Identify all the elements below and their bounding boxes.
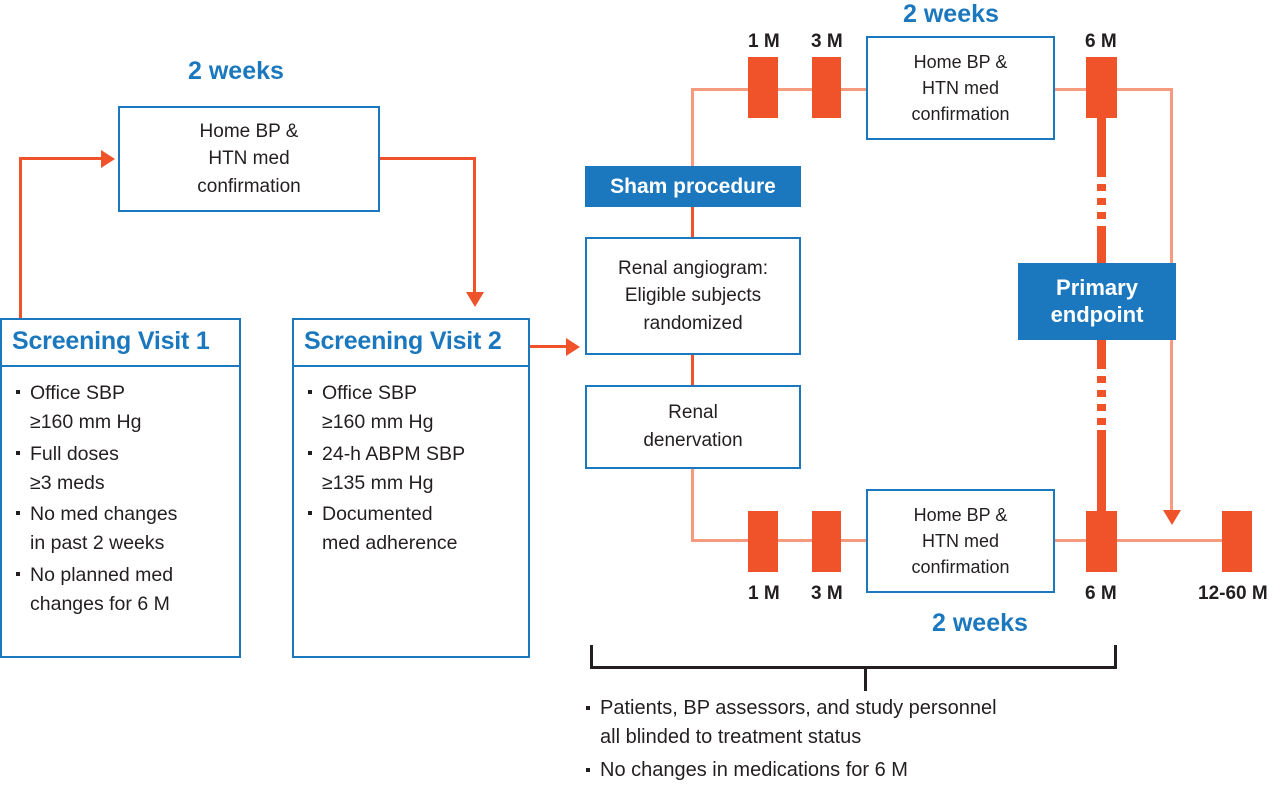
connector-sv2-to-angiogram: [530, 345, 570, 348]
primary-endpoint-line-2: endpoint: [1050, 301, 1144, 327]
top-marker-6m: [1086, 57, 1117, 118]
endpoint-spine-top: [1097, 112, 1106, 170]
connector-bottom-arm-entry: [691, 539, 753, 542]
run-in-line-3: confirmation: [197, 175, 301, 197]
list-item: Full doses ≥3 meds: [14, 440, 229, 498]
denervation-line-2: denervation: [643, 430, 743, 451]
top-arm-confirmation-box: Home BP & HTN med confirmation: [866, 36, 1055, 140]
bottom-confirm-line-3: confirmation: [911, 557, 1010, 578]
sham-procedure-banner: Sham procedure: [585, 166, 801, 207]
connector-sham-up: [691, 88, 694, 168]
screening-visit-2-header: Screening Visit 2: [294, 320, 528, 367]
top-marker-1m: [748, 57, 778, 118]
top-confirm-line-2: HTN med: [921, 77, 999, 98]
angiogram-line-1: Renal angiogram:: [618, 257, 768, 279]
arrowhead-into-long-term-followup: [1163, 510, 1181, 525]
list-item: Office SBP ≥160 mm Hg: [306, 379, 518, 437]
endpoint-spine-below-label: [1097, 340, 1106, 362]
top-marker-label-6m: 6 M: [1085, 31, 1117, 52]
connector-runin-down: [473, 157, 476, 295]
sham-procedure-label: Sham procedure: [610, 174, 776, 198]
list-item: 24-h ABPM SBP ≥135 mm Hg: [306, 440, 518, 498]
primary-endpoint-line-1: Primary: [1056, 275, 1138, 301]
endpoint-spine-dash-upper: [1097, 170, 1106, 230]
primary-endpoint-badge: Primary endpoint: [1018, 263, 1176, 340]
bottom-marker-label-3m: 3 M: [811, 583, 843, 604]
bottom-marker-6m: [1086, 511, 1117, 572]
list-item: Office SBP ≥160 mm Hg: [14, 379, 229, 437]
bottom-marker-label-6m: 6 M: [1085, 583, 1117, 604]
footer-notes: Patients, BP assessors, and study person…: [584, 694, 1204, 785]
connector-6m-top-right: [1117, 88, 1173, 91]
list-item: No changes in medications for 6 M: [584, 756, 1204, 785]
screening-visit-2-card: Screening Visit 2 Office SBP ≥160 mm Hg …: [292, 318, 530, 658]
denervation-line-1: Renal: [668, 402, 718, 424]
endpoint-spine-dash-lower: [1097, 362, 1106, 430]
screening-visit-1-card: Screening Visit 1 Office SBP ≥160 mm Hg …: [0, 318, 241, 658]
bottom-arm-confirmation-box: Home BP & HTN med confirmation: [866, 489, 1055, 593]
bottom-marker-label-12-60m: 12-60 M: [1198, 583, 1268, 604]
connector-sham-to-angiogram: [691, 207, 694, 239]
arrowhead-into-sv2: [466, 292, 484, 307]
list-item: Documented med adherence: [306, 500, 518, 558]
caption-2-weeks-top: 2 weeks: [903, 0, 999, 28]
bottom-marker-3m: [812, 511, 841, 572]
screening-visit-1-header: Screening Visit 1: [2, 320, 239, 367]
angiogram-line-3: randomized: [643, 312, 743, 334]
connector-denervation-down: [691, 468, 694, 541]
bottom-confirm-line-1: Home BP &: [913, 504, 1008, 525]
endpoint-spine-bottom: [1097, 430, 1106, 514]
connector-runin-right: [380, 157, 476, 160]
arrowhead-into-run-in: [101, 150, 115, 168]
connector-top-arm-entry: [691, 88, 753, 91]
arrowhead-into-angiogram: [566, 338, 580, 356]
connector-sv1-right: [19, 157, 103, 160]
bottom-marker-12-60m: [1222, 511, 1252, 572]
top-marker-3m: [812, 57, 841, 118]
connector-angiogram-to-denervation: [691, 354, 694, 387]
list-item: No planned med changes for 6 M: [14, 561, 229, 619]
renal-angiogram-box: Renal angiogram: Eligible subjects rando…: [585, 237, 801, 355]
run-in-home-bp-box: Home BP & HTN med confirmation: [118, 106, 380, 212]
bottom-marker-1m: [748, 511, 778, 572]
run-in-line-1: Home BP &: [199, 120, 299, 142]
renal-denervation-box: Renal denervation: [585, 385, 801, 469]
angiogram-line-2: Eligible subjects: [624, 285, 762, 307]
list-item: Patients, BP assessors, and study person…: [584, 694, 1204, 752]
caption-2-weeks-left: 2 weeks: [188, 57, 284, 85]
blinding-bracket-stem: [864, 669, 867, 691]
top-confirm-line-1: Home BP &: [913, 51, 1008, 72]
top-confirm-line-3: confirmation: [911, 104, 1010, 125]
connector-sv1-up: [19, 157, 22, 320]
endpoint-spine-mid: [1097, 230, 1106, 263]
run-in-line-2: HTN med: [208, 148, 290, 170]
list-item: No med changes in past 2 weeks: [14, 500, 229, 558]
caption-2-weeks-bottom: 2 weeks: [932, 609, 1028, 637]
screening-visit-1-criteria: Office SBP ≥160 mm Hg Full doses ≥3 meds…: [2, 367, 239, 630]
bottom-confirm-line-2: HTN med: [921, 530, 999, 551]
blinding-bracket: [590, 645, 1117, 669]
bottom-marker-label-1m: 1 M: [748, 583, 780, 604]
top-marker-label-1m: 1 M: [748, 31, 780, 52]
screening-visit-2-criteria: Office SBP ≥160 mm Hg 24-h ABPM SBP ≥135…: [294, 367, 528, 569]
top-marker-label-3m: 3 M: [811, 31, 843, 52]
